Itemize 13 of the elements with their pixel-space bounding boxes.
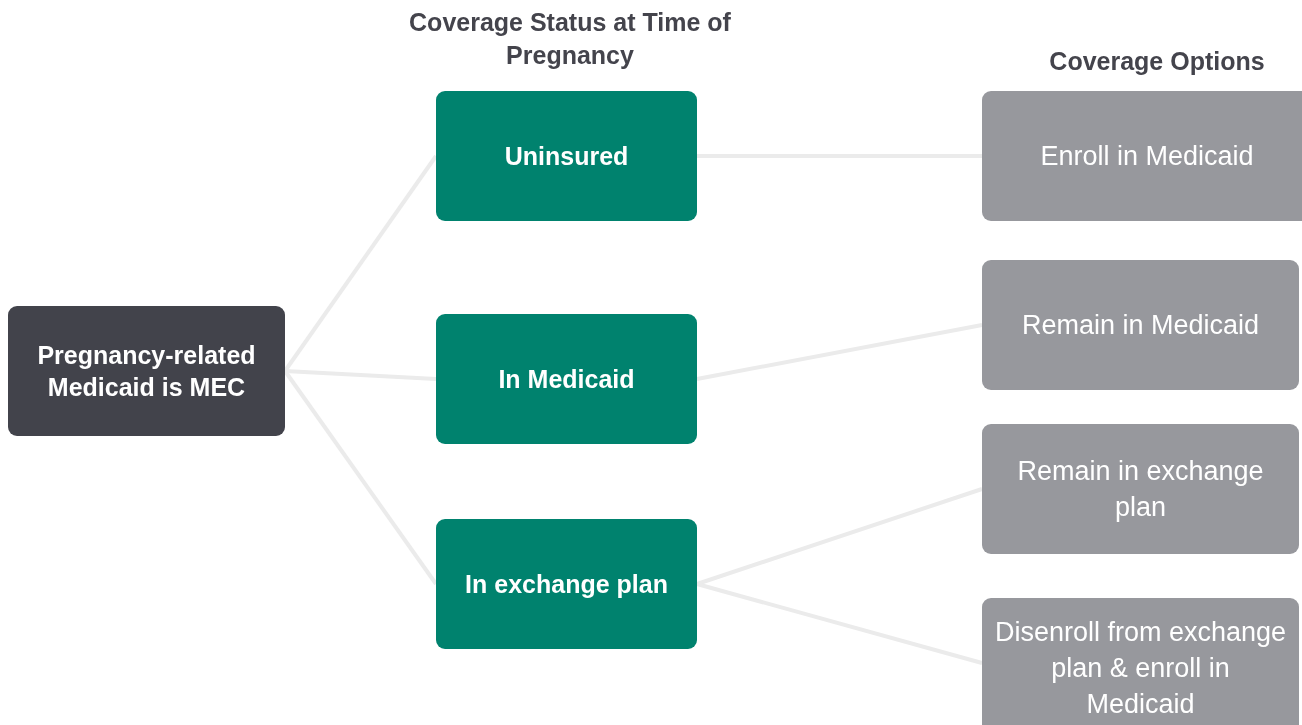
column-heading: Coverage Status at Time of Pregnancy bbox=[408, 7, 732, 71]
connector-line bbox=[696, 582, 983, 665]
option-box: Disenroll from exchange plan & enroll in Medicaid bbox=[982, 598, 1299, 725]
option-box: Remain in Medicaid bbox=[982, 260, 1299, 390]
option-box: Remain in exchange plan bbox=[982, 424, 1299, 554]
connector-line bbox=[696, 323, 983, 381]
column-heading: Coverage Options bbox=[1048, 46, 1266, 77]
option-box: Enroll in Medicaid bbox=[982, 91, 1302, 221]
status-box: In exchange plan bbox=[436, 519, 697, 649]
status-box: Uninsured bbox=[436, 91, 697, 221]
connector-line bbox=[696, 487, 983, 586]
status-box: In Medicaid bbox=[436, 314, 697, 444]
root-box: Pregnancy-related Medicaid is MEC bbox=[8, 306, 285, 436]
